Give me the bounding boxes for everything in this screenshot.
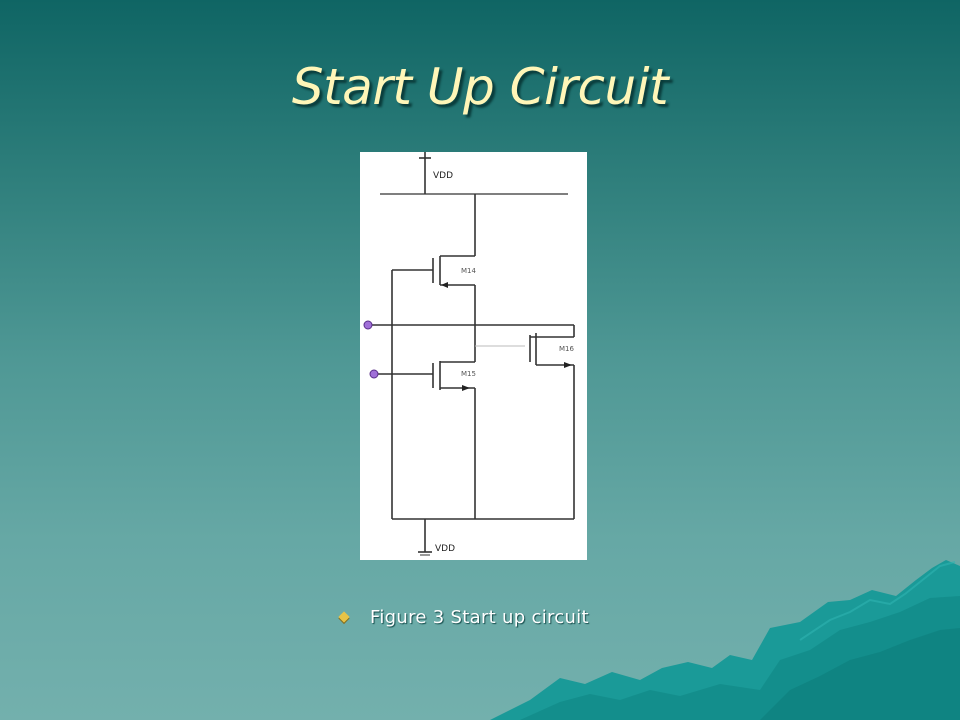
figure-caption: Figure 3 Start up circuit xyxy=(370,606,589,628)
diamond-bullet-icon xyxy=(338,611,350,623)
m14-arrow xyxy=(441,282,448,288)
m16-arrow xyxy=(564,362,572,368)
m15-label: M15 xyxy=(461,370,476,378)
slide-title: Start Up Circuit xyxy=(291,58,669,116)
caption-list-item: Figure 3 Start up circuit xyxy=(336,604,589,630)
vdd-bottom-label: VDD xyxy=(435,544,455,554)
m14-label: M14 xyxy=(461,267,476,275)
startup-circuit-diagram: VDD VDD M14 M15 M16 xyxy=(360,152,587,560)
circuit-schematic: VDD VDD M14 M15 M16 xyxy=(363,152,575,556)
m16-label: M16 xyxy=(559,345,574,353)
vdd-top-label: VDD xyxy=(433,171,453,181)
input-pin-2 xyxy=(369,369,379,379)
input-pin-1 xyxy=(363,320,373,330)
m15-arrow xyxy=(462,385,470,391)
